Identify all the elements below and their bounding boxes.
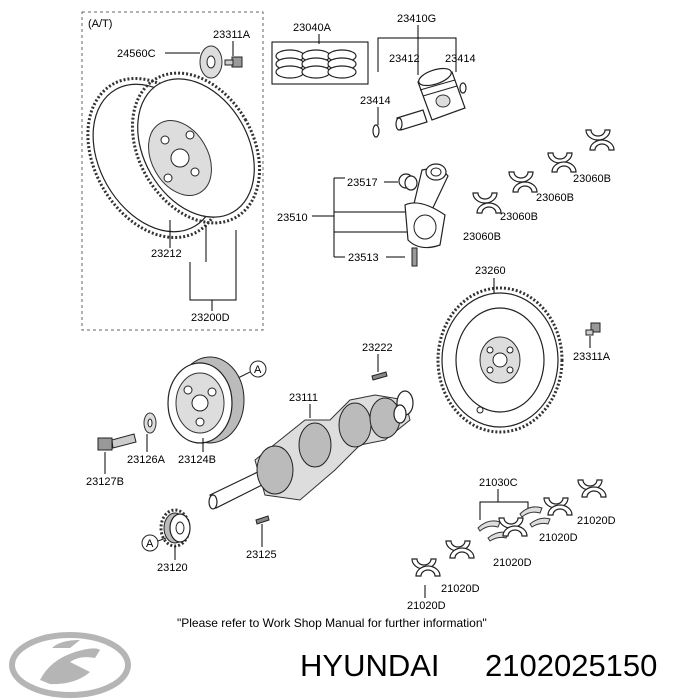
label-23124b: 23124B xyxy=(178,454,216,466)
label-23060b-2: 23060B xyxy=(536,192,574,204)
label-23212: 23212 xyxy=(151,248,182,260)
rod-bearings-illustration xyxy=(472,129,615,214)
label-21030c: 21030C xyxy=(479,477,518,489)
label-21020d-2: 21020D xyxy=(539,532,578,544)
label-23125: 23125 xyxy=(246,549,277,561)
label-23120: 23120 xyxy=(157,562,188,574)
label-23060b-4: 23060B xyxy=(463,231,501,243)
label-21020d-3: 21020D xyxy=(493,557,532,569)
callout-a-pulley: A xyxy=(237,360,267,379)
pulley-bolt-illustration xyxy=(97,433,137,451)
drive-plate-illustration xyxy=(86,71,262,239)
label-23126a: 23126A xyxy=(127,454,166,466)
adapter-plate-illustration xyxy=(199,45,223,79)
label-23412: 23412 xyxy=(389,53,420,65)
piston-illustration xyxy=(417,67,467,121)
timing-sprocket-illustration xyxy=(159,508,191,548)
svg-text:A: A xyxy=(254,364,262,376)
piston-rings-illustration xyxy=(275,49,357,79)
at-marker-label: (A/T) xyxy=(88,18,112,30)
label-23040a: 23040A xyxy=(293,22,332,34)
label-23311a-top: 23311A xyxy=(213,29,251,41)
label-24560c: 24560C xyxy=(117,48,156,60)
crankshaft-key-illustration xyxy=(255,515,270,525)
flywheel-bolt-illustration xyxy=(585,322,601,336)
part-number: 2102025150 xyxy=(485,648,657,683)
label-23127b: 23127B xyxy=(86,476,124,488)
pulley-washer-illustration xyxy=(143,412,157,434)
label-21020d-5: 21020D xyxy=(407,600,446,612)
crankshaft-pulley-illustration xyxy=(167,356,245,444)
label-23200d: 23200D xyxy=(191,312,230,324)
connecting-rod-illustration xyxy=(398,163,449,267)
label-23510: 23510 xyxy=(277,212,308,224)
bolt-illustration-top xyxy=(224,56,243,68)
label-23513: 23513 xyxy=(348,252,379,264)
footnote: "Please refer to Work Shop Manual for fu… xyxy=(177,616,487,630)
flywheel-illustration xyxy=(436,286,564,434)
label-21020d-1: 21020D xyxy=(577,515,616,527)
label-23260: 23260 xyxy=(475,265,506,277)
svg-text:A: A xyxy=(146,538,154,550)
piston-pin-illustration xyxy=(395,109,428,131)
at-group-box xyxy=(81,11,264,331)
label-23311a-right: 23311A xyxy=(573,351,611,363)
label-23060b-1: 23060B xyxy=(573,173,611,185)
label-23410g: 23410G xyxy=(397,13,436,25)
label-23222: 23222 xyxy=(362,342,393,354)
piston-clip-illustration xyxy=(372,124,380,138)
hyundai-logo xyxy=(9,632,131,698)
label-21020d-4: 21020D xyxy=(441,583,480,595)
label-23517: 23517 xyxy=(347,177,378,189)
crankshaft-illustration xyxy=(208,390,414,510)
label-23111: 23111 xyxy=(289,392,318,404)
callout-a-gear: A xyxy=(141,534,167,552)
main-bearings-illustration xyxy=(411,479,607,577)
label-23414-right: 23414 xyxy=(445,53,476,65)
label-23060b-3: 23060B xyxy=(500,211,538,223)
label-23414-left: 23414 xyxy=(360,95,391,107)
brand-name: HYUNDAI xyxy=(300,648,440,683)
key-illustration xyxy=(371,371,388,381)
